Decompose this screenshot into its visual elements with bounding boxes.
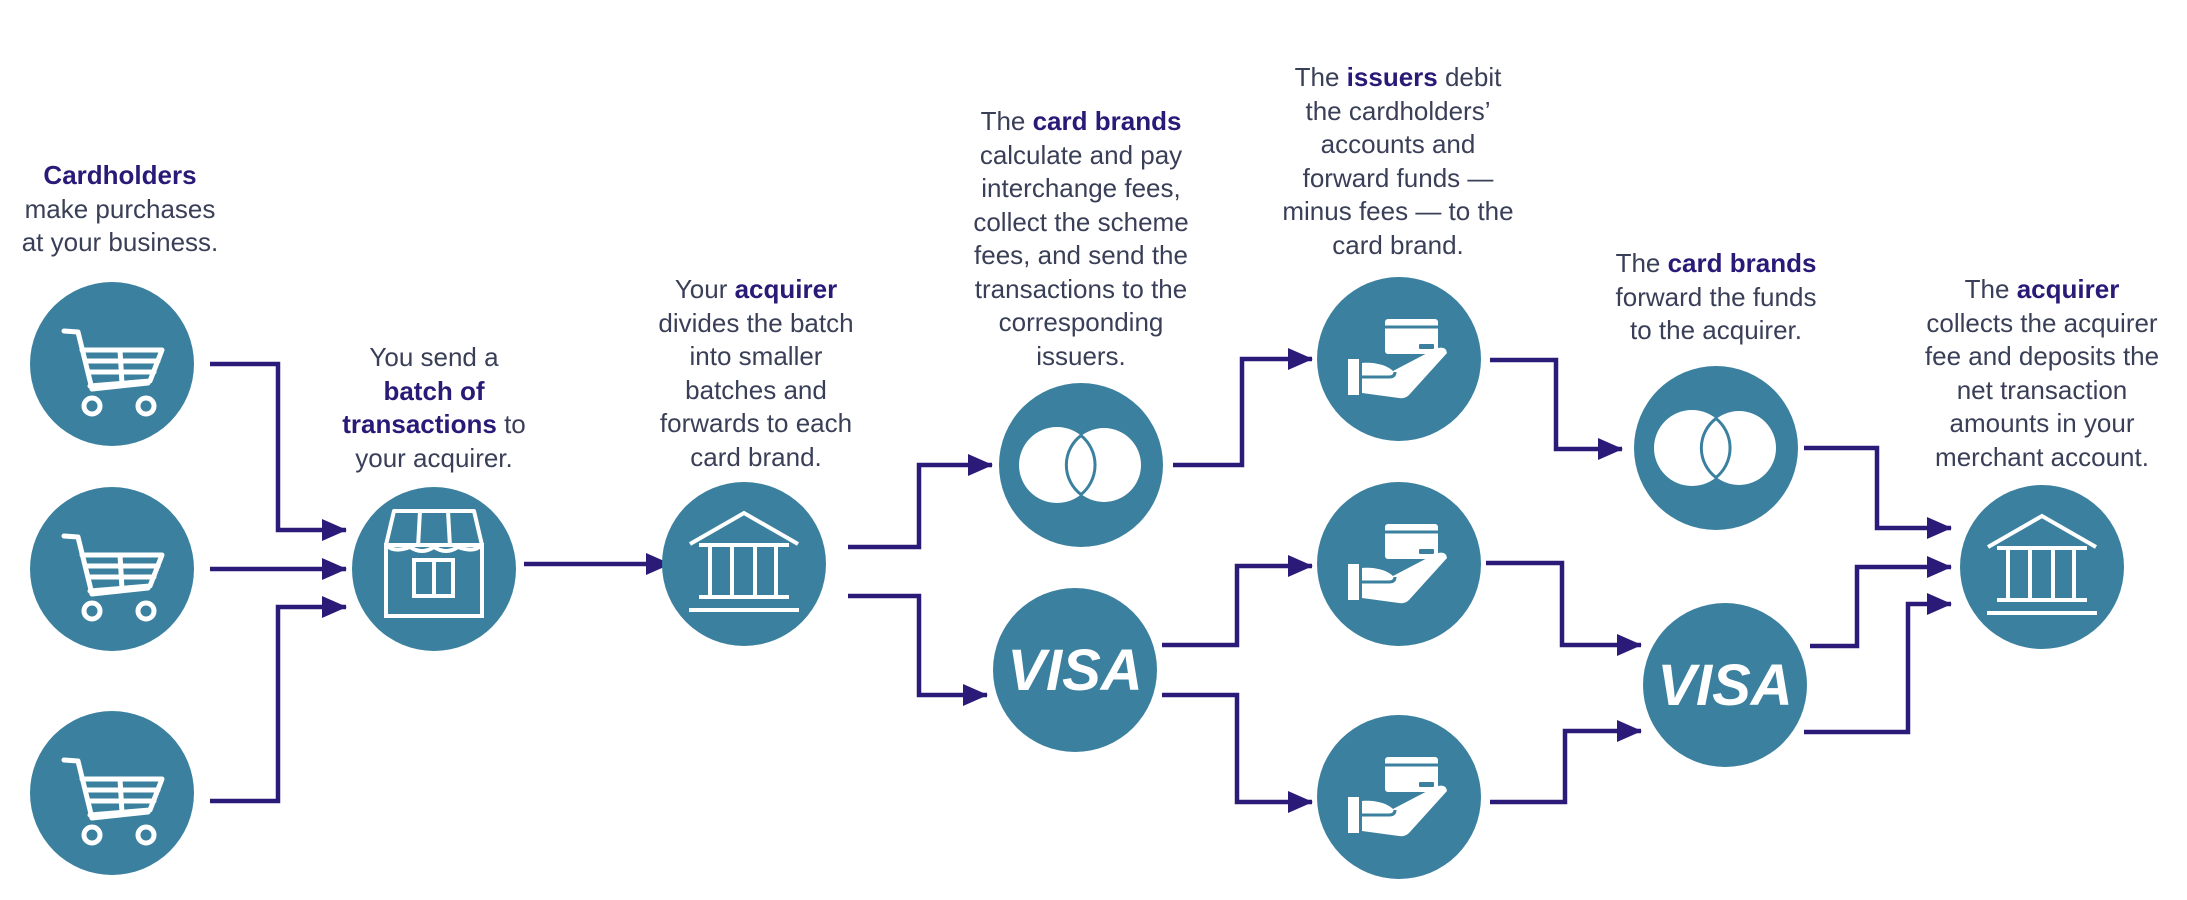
step-acquirer-divides-text: Your acquirer divides the batch into sma…	[546, 273, 966, 474]
node-issuer-3	[1317, 715, 1481, 879]
text-line: at your business.	[21, 227, 219, 257]
arrow-issuer2-to-visa	[1486, 560, 1642, 656]
text-line: card brand.	[1332, 229, 1464, 260]
text-fragment: Your	[674, 274, 735, 304]
text-fragment: to	[496, 409, 526, 439]
highlight: issuers	[1346, 62, 1438, 92]
node-acquirer	[662, 482, 826, 646]
text-line: forward the funds	[1615, 281, 1817, 312]
text-line: corresponding	[998, 307, 1164, 337]
text-line: net transaction	[1956, 374, 2128, 405]
node-card-brand-mastercard	[999, 383, 1163, 547]
highlight: card brands	[1667, 248, 1817, 278]
text-line: the cardholders’	[1305, 95, 1491, 126]
mastercard-logo-icon	[1652, 408, 1778, 488]
arrow-visa-to-issuer3	[1162, 692, 1313, 813]
arrow-acquirer-to-mastercard	[848, 454, 993, 550]
step-card-brands-forward-text: The card brands forward the funds to the…	[1506, 247, 1926, 348]
text-line: minus fees — to the	[1282, 196, 1514, 226]
mastercard-logo-icon	[1017, 425, 1143, 505]
arrow-mastercard-to-issuer1	[1173, 348, 1313, 468]
node-cardholder-2	[30, 487, 194, 651]
step-issuers-text: The issuers debit the cardholders’ accou…	[1188, 61, 1608, 262]
text-line: fees, and send the	[974, 240, 1188, 270]
text-line: to the acquirer.	[1630, 315, 1802, 345]
node-issuer-1	[1317, 277, 1481, 441]
text-line: merchant account.	[1935, 441, 2149, 472]
text-line: accounts and	[1320, 129, 1476, 159]
text-line: issuers.	[1036, 340, 1126, 371]
highlight: card brands	[1032, 106, 1182, 136]
visa-logo-icon: VISA	[1657, 653, 1792, 718]
text-line: into smaller	[689, 341, 823, 371]
text-line: divides the batch	[658, 307, 854, 338]
step-card-brands-fees-text: The card brands calculate and pay interc…	[871, 105, 1291, 373]
arrow-mastercard-to-acquirer	[1804, 445, 1952, 539]
step-batch-text: You send a batch of transactions to your…	[224, 341, 644, 475]
text-line: make purchases	[24, 193, 216, 224]
arrow-issuer3-to-visa	[1490, 720, 1642, 805]
node-cardholder-1	[30, 282, 194, 446]
text-fragment: The	[1964, 274, 2017, 304]
text-line: fee and deposits the	[1924, 341, 2160, 371]
text-line: batches and	[685, 374, 827, 405]
highlight: acquirer	[734, 274, 838, 304]
arrow-visa-to-issuer2	[1162, 555, 1313, 648]
arrow-cart1-to-shop	[210, 361, 347, 541]
text-line: amounts in your	[1949, 408, 2135, 438]
node-acquirer-2	[1960, 485, 2124, 649]
text-line: your acquirer.	[355, 442, 513, 473]
text-line: transactions to the	[974, 273, 1188, 304]
text-fragment: The	[1615, 248, 1668, 278]
arrow-acquirer-to-visa	[848, 593, 988, 706]
text-line: collects the acquirer	[1926, 307, 2158, 338]
visa-logo-icon: VISA	[1007, 638, 1142, 703]
node-merchant	[352, 487, 516, 651]
highlight: batch of	[383, 375, 485, 406]
text-line: collect the scheme	[973, 206, 1189, 237]
highlight: Cardholders	[43, 160, 197, 190]
text-line: card brand.	[690, 441, 822, 472]
highlight: transactions	[342, 409, 497, 439]
node-card-brand-visa: VISA	[993, 588, 1157, 752]
arrow-visa-to-acquirer-1	[1810, 556, 1952, 649]
node-cardholder-3	[30, 711, 194, 875]
highlight: acquirer	[2016, 274, 2120, 304]
node-issuer-2	[1317, 482, 1481, 646]
node-card-brand-visa-2: VISA	[1643, 603, 1807, 767]
arrow-cart3-to-shop	[210, 596, 347, 804]
arrow-visa-to-acquirer-2	[1804, 593, 1952, 735]
step-acquirer-deposits-text: The acquirer collects the acquirer fee a…	[1832, 273, 2187, 474]
text-fragment: The	[980, 106, 1033, 136]
node-card-brand-mastercard-2	[1634, 366, 1798, 530]
text-line: interchange fees,	[981, 173, 1181, 203]
text-line: forwards to each	[659, 408, 853, 438]
text-line: forward funds —	[1302, 162, 1494, 193]
text-line: calculate and pay	[979, 139, 1183, 170]
text-fragment: debit	[1437, 62, 1502, 92]
text-fragment: The	[1294, 62, 1347, 92]
arrow-issuer1-to-mastercard	[1490, 357, 1623, 460]
text-line: You send a	[369, 342, 499, 372]
step-cardholders-text: Cardholders make purchases at your busin…	[0, 159, 330, 260]
